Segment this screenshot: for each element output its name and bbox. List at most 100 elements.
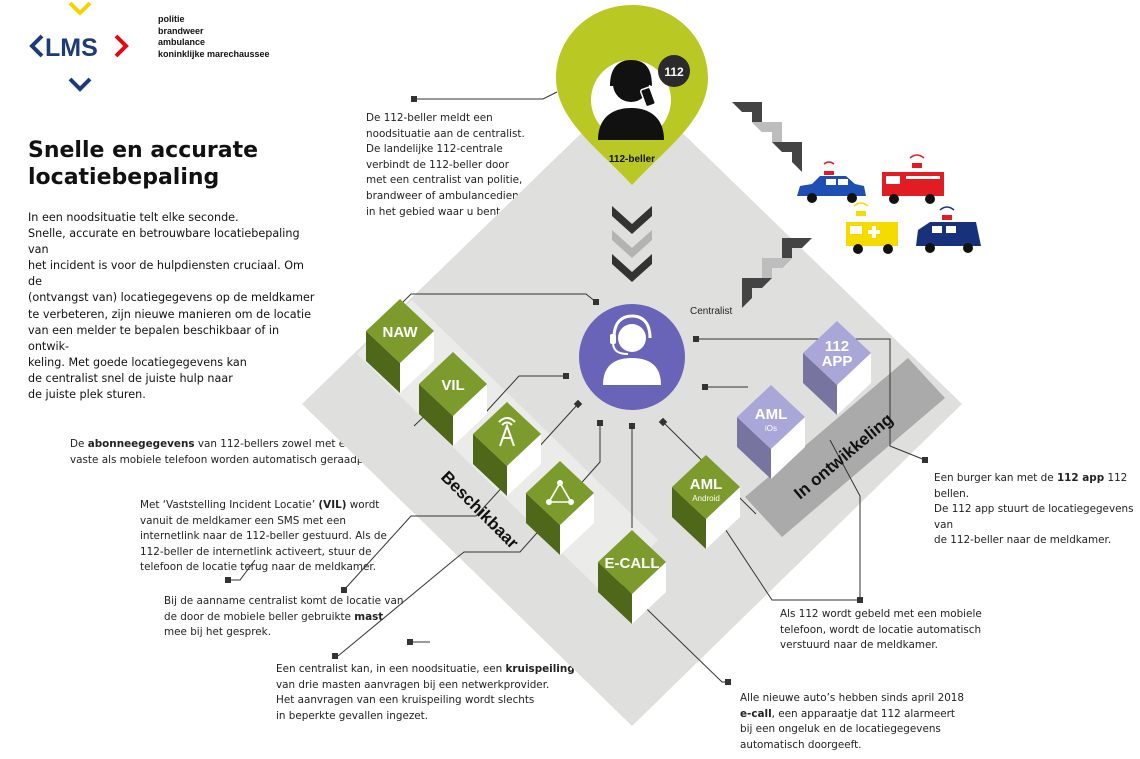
note-kruispeiling: Een centralist kan, in een noodsituatie,… [276,662,575,724]
tile-kruispeiling [526,461,594,555]
tile-top [672,455,740,519]
tile-side [706,487,740,549]
note-emphasis: 112 app [1056,472,1105,484]
tile-ecall: E-CALL [598,530,666,624]
tile-side [419,384,453,446]
connector-endpoints [225,96,928,685]
tile-vil: VIL [419,352,487,446]
tile-top [598,530,666,594]
tile-label: NAW [383,324,419,341]
organisation-item: ambulance [158,37,206,47]
downward-chevrons [612,206,652,282]
note-text: Alle nieuwe auto’s hebben sinds april 20… [740,692,965,704]
note-caller: De 112-beller meldt een noodsituatie aan… [366,111,528,220]
intro-text: In een noodsituatie telt elke seconde. S… [28,211,315,402]
ambulance-icon [846,202,898,254]
tile-top [473,402,541,466]
tile-label: AML [690,476,723,493]
note-text: Als 112 wordt gebeld met een mobiele tel… [780,608,982,652]
tile-side [837,353,871,415]
band-in-development [745,358,945,537]
tile-label: VIL [441,377,464,394]
police-car-icon [797,161,866,203]
note-vil: Met ‘Vaststelling Incident Locatie’ (VIL… [140,498,387,576]
tile-side [507,434,541,496]
note-aml: Als 112 wordt gebeld met een mobiele tel… [780,607,982,654]
logo-bottom-chevron-icon [68,77,92,92]
note-emphasis: (VIL) [318,499,347,511]
note-emphasis: kruispeiling [505,663,575,675]
centralist-label: Centralist [690,306,732,317]
tile-side [400,331,434,393]
tile-top [419,352,487,416]
tile-side [737,417,771,479]
caller-label: 112-beller [609,154,655,165]
tile-side [453,384,487,446]
note-text: van drie masten aanvragen bij een netwer… [276,678,550,722]
tile-side [803,353,837,415]
note-text: Met ‘Vaststelling Incident Locatie’ [140,499,319,511]
organisation-item: politie [158,14,185,24]
logo-top-chevron-icon [68,1,92,16]
tile-top [526,461,594,525]
logo-left-chevron-icon [29,34,44,58]
note-text: Bij de aanname centralist komt de locati… [164,595,404,623]
tile-top [366,299,434,363]
fire-truck-icon [882,154,944,204]
organisation-item: koninklijke marechaussee [158,48,270,59]
note-emphasis: abonneegegevens [87,438,195,450]
logo-right-chevron-icon [114,34,129,58]
note-text: 112 bellen. De 112 app stuurt de locatie… [934,472,1134,547]
tile-side [366,331,400,393]
note-text: wordt vanuit de meldkamer een SMS met ee… [140,499,387,574]
page-title: Snelle en accurate locatiebepaling [28,138,259,190]
tile-side [526,493,560,555]
cell-tower-icon [498,417,516,447]
tile-top [803,321,871,385]
note-text: mee bij het gesprek. [164,626,271,639]
note-112-app: Een burger kan met de 112 app 112 bellen… [934,471,1140,549]
note-ecall: Alle nieuwe auto’s hebben sinds april 20… [740,691,964,753]
caller-pin: 112 112-beller [556,5,708,185]
tile-sublabel: Android [692,494,720,503]
tile-sublabel: iOs [765,424,777,433]
chevrons-to-vehicles [732,102,802,172]
connector-lines [228,91,926,683]
note-emphasis: e-call [740,707,772,720]
tile-side [771,417,805,479]
lms-logo: LMS [29,1,129,92]
logo-text: LMS [45,34,98,62]
police-van-icon [916,206,981,253]
note-text: De 112-beller meldt een noodsituatie aan… [366,112,529,218]
tile-top [737,385,805,449]
tile-side [598,562,632,624]
tile-side [672,487,706,549]
note-emphasis: mast [354,610,384,623]
centralist-node: Centralist [579,304,732,410]
tile-mast [473,402,541,496]
tile-label: E-CALL [605,555,660,572]
triangulation-icon [546,480,574,505]
organisation-item: brandweer [158,25,204,36]
tile-label: AML [755,406,788,423]
note-text: , een apparaatje dat 112 alarmeert bij e… [740,707,955,751]
tile-side [632,562,666,624]
note-text: De [70,438,88,450]
chevrons-from-vehicles [742,238,812,308]
tile-side [473,434,507,496]
headset-operator-icon [603,314,661,385]
note-mast: Bij de aanname centralist komt de locati… [164,594,403,641]
tile-naw: NAW [366,299,434,393]
note-text: Een burger kan met de [934,472,1057,484]
tile-side [560,493,594,555]
note-text: Een centralist kan, in een noodsituatie,… [276,663,506,675]
caller-operator-icon [598,60,664,140]
caller-badge: 112 [664,65,684,79]
